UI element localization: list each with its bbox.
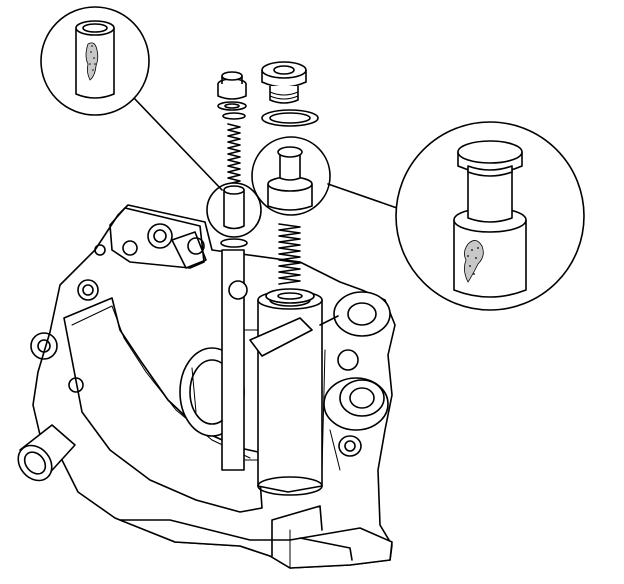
large-spring: [278, 223, 301, 285]
boss-hole-small: [94, 244, 106, 256]
boss-hole-upper: [147, 223, 173, 249]
pump-housing: [17, 204, 396, 569]
lever-pivot: [228, 280, 248, 300]
outlet-pipe: [17, 424, 76, 482]
stepped-valve-detail: [453, 140, 527, 298]
left-lobe-upper: [30, 332, 58, 360]
bolt-hole-upper-left-inner: [82, 284, 94, 296]
left-lobe-upper-hole: [37, 339, 51, 353]
small-oring: [222, 112, 246, 120]
leader-lines: [132, 96, 398, 209]
sleeve-detail: [75, 20, 115, 99]
right-valve-stack: [261, 61, 319, 304]
boss-hole-right: [187, 237, 205, 255]
wear-mark-icon: [464, 240, 484, 283]
large-plug: [261, 61, 307, 104]
sleeve-zoom-ring: [206, 182, 262, 238]
base-flange: [119, 505, 393, 569]
leader-sleeve: [132, 96, 223, 191]
wear-mark-icon: [85, 42, 99, 81]
small-washer-top: [217, 101, 247, 111]
bypass-lever: [249, 317, 313, 357]
leader-valve: [327, 183, 398, 209]
spring-seat: [265, 288, 315, 304]
bolt-hole-upper-left: [77, 279, 99, 301]
valve-zoom-ring: [251, 136, 331, 216]
small-washer-bottom: [220, 238, 248, 248]
small-cap: [217, 71, 247, 100]
boss-hole-upper-inner: [153, 229, 167, 243]
valve-detail-bubble: [395, 121, 585, 311]
left-valve-stack: [217, 71, 248, 248]
right-bosses: [319, 291, 391, 471]
boss-hole-left: [122, 240, 138, 256]
small-spring: [227, 123, 241, 185]
sleeve-detail-bubble: [40, 6, 150, 116]
